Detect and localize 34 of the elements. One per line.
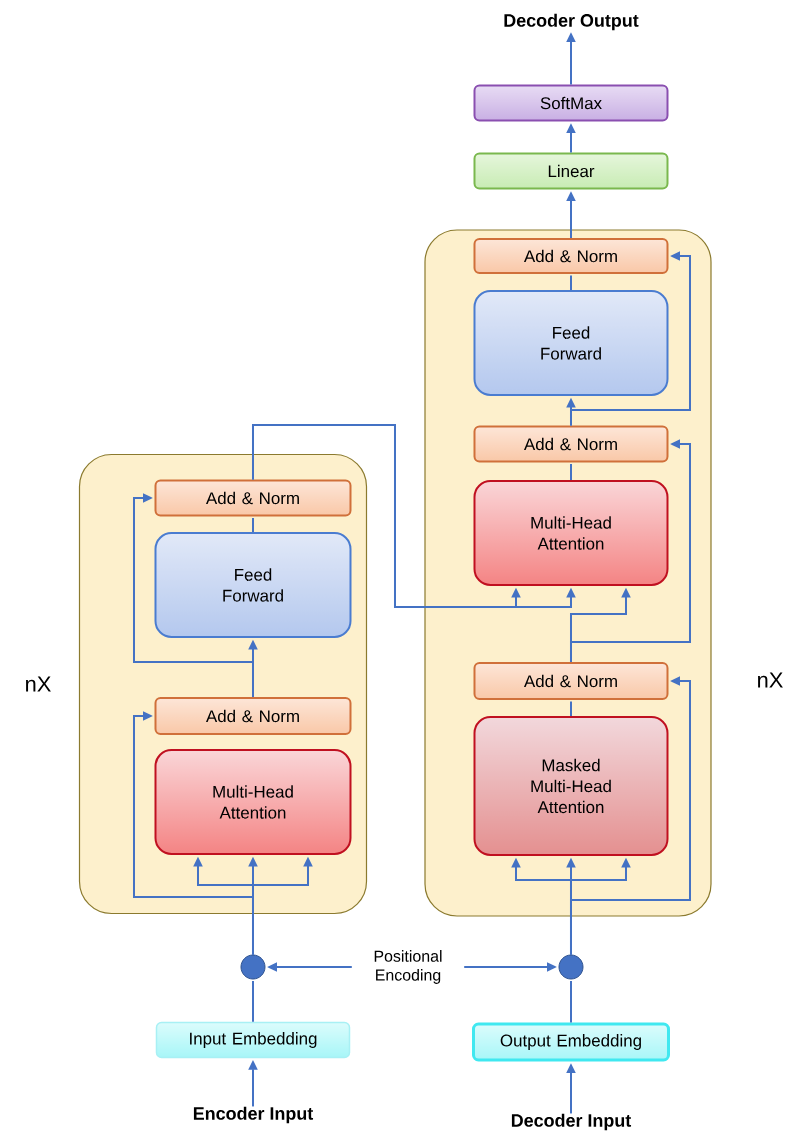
feed-forward-box: Feed Forward: [473, 290, 669, 396]
connector-line: [570, 980, 572, 1024]
attention-box: Multi-Head Attention: [154, 749, 352, 855]
embedding-box: Output Embedding: [472, 1022, 670, 1062]
repeat-label: nX: [758, 672, 783, 688]
heading-text: Encoder Input: [193, 1106, 314, 1124]
add-norm-box: Add & Norm: [473, 662, 669, 700]
connector-line: [252, 980, 254, 1023]
arrow: [252, 424, 576, 608]
add-norm-box: Add & Norm: [473, 238, 669, 274]
heading-text: Decoder Output: [504, 13, 639, 31]
add-norm-box: Add & Norm: [154, 479, 352, 517]
label-text: Positional Encoding: [374, 950, 442, 984]
embedding-box: Input Embedding: [155, 1021, 351, 1059]
arrow: [570, 676, 691, 956]
arrow: [570, 439, 691, 663]
attention-box: Multi-Head Attention: [473, 480, 669, 586]
heading-text: Decoder Input: [511, 1113, 632, 1131]
arrow: [570, 251, 691, 427]
attention-box: Masked Multi-Head Attention: [473, 716, 669, 856]
add-norm-box: Add & Norm: [473, 425, 669, 463]
arrow: [133, 711, 254, 956]
arrow: [133, 493, 254, 698]
connector-line: [570, 463, 572, 481]
addition-circle: [558, 954, 584, 980]
connector-line: [570, 274, 572, 291]
softmax-box: SoftMax: [473, 84, 669, 122]
addition-circle: [240, 954, 266, 980]
add-norm-box: Add & Norm: [154, 697, 352, 735]
connector-line: [252, 517, 254, 533]
feed-forward-box: Feed Forward: [154, 532, 352, 638]
connector-line: [570, 700, 572, 717]
repeat-label: nX: [26, 676, 51, 692]
linear-box: Linear: [473, 152, 669, 190]
